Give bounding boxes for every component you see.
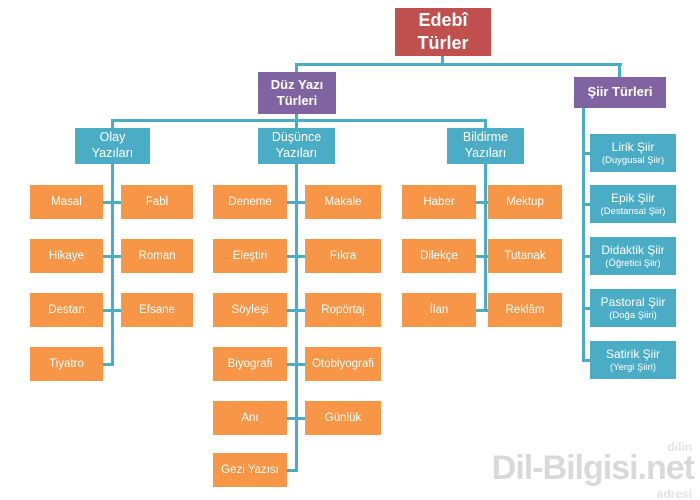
leaf-makale: Makale <box>305 185 381 219</box>
connector-duzyazi-drop <box>295 63 298 73</box>
leaf-ilan: İlan <box>402 293 476 327</box>
leaf-destan: Destan <box>30 293 103 327</box>
siir-item-subtitle: (Doğa Şiiri) <box>609 310 657 322</box>
watermark-tagline-bottom: adresi <box>656 487 692 500</box>
connector-olay-spine <box>111 163 114 366</box>
connector-dusunce-row4 <box>285 363 307 366</box>
connector-olay-row4 <box>100 363 114 366</box>
connector-olay-row2 <box>100 255 124 258</box>
leaf-gunluk: Günlük <box>305 401 381 435</box>
leaf-ani: Anı <box>213 401 287 435</box>
leaf-roman: Roman <box>121 239 193 273</box>
leaf-tutanak: Tutanak <box>488 239 562 273</box>
siir-item-subtitle: (Destansal Şiir) <box>600 206 666 218</box>
siir-item-satirik: Satirik Şiir (Yergi Şiiri) <box>590 341 676 379</box>
root-node-edebi-turler: Edebî Türler <box>395 8 491 56</box>
connector-duzyazi-down <box>295 113 298 122</box>
branch-siir-turleri: Şiir Türleri <box>574 77 666 108</box>
connector-siir-row5 <box>582 359 592 362</box>
leaf-haber: Haber <box>402 185 476 219</box>
leaf-masal: Masal <box>30 185 103 219</box>
siir-item-title: Satirik Şiir <box>605 346 660 361</box>
connector-siir-row2 <box>582 203 592 206</box>
connector-dusunce-spine <box>295 163 298 472</box>
connector-olay-drop <box>111 119 114 129</box>
leaf-fikra: Fıkra <box>305 239 381 273</box>
siir-item-didaktik: Didaktik Şiir (Öğretici Şiir) <box>590 237 676 275</box>
group-olay-yazilari: Olay Yazıları <box>75 128 150 164</box>
leaf-fabl: Fabl <box>121 185 193 219</box>
leaf-otobiyografi: Otobiyografi <box>305 347 381 381</box>
watermark-tagline-top: dilin <box>667 440 692 454</box>
connector-dusunce-row3 <box>285 309 307 312</box>
siir-item-title: Didaktik Şiir <box>601 242 665 257</box>
connector-top-horizontal <box>296 63 622 66</box>
siir-item-title: Epik Şiir <box>610 190 655 205</box>
connector-siir-row1 <box>582 152 592 155</box>
leaf-hikaye: Hikaye <box>30 239 103 273</box>
leaf-efsane: Efsane <box>121 293 193 327</box>
leaf-deneme: Deneme <box>213 185 287 219</box>
connector-dusunce-row6 <box>285 469 298 472</box>
connector-dusunce-row5 <box>285 417 307 420</box>
watermark: dilin Dil-Bilgisi.net adresi <box>491 440 695 500</box>
connector-root-down <box>441 56 444 66</box>
connector-olay-row3 <box>100 309 124 312</box>
siir-item-subtitle: (Yergi Şiiri) <box>609 362 657 374</box>
leaf-soylesi: Söyleşi <box>213 293 287 327</box>
group-dusunce-yazilari: Düşünce Yazıları <box>258 128 335 164</box>
connector-bildirme-row2 <box>474 255 490 258</box>
connector-siir-spine <box>582 107 585 362</box>
leaf-mektup: Mektup <box>488 185 562 219</box>
siir-item-title: Pastoral Şiir <box>600 294 666 309</box>
connector-bildirme-row3 <box>474 309 490 312</box>
leaf-roportaj: Ropörtaj <box>305 293 381 327</box>
watermark-main: Dil-Bilgisi.net <box>491 449 695 487</box>
siir-item-lirik: Lirik Şiir (Duygusal Şiir) <box>590 134 676 172</box>
leaf-gezi-yazisi: Gezi Yazısı <box>213 453 287 487</box>
connector-dusunce-row1 <box>285 201 307 204</box>
connector-olay-row1 <box>100 201 124 204</box>
connector-siir-row4 <box>582 307 592 310</box>
branch-duz-yazi-turleri: Düz Yazı Türleri <box>258 72 336 114</box>
connector-dusunce-row2 <box>285 255 307 258</box>
leaf-biyografi: Biyografi <box>213 347 287 381</box>
siir-item-pastoral: Pastoral Şiir (Doğa Şiiri) <box>590 289 676 327</box>
connector-siir-drop <box>618 63 621 78</box>
siir-item-epik: Epik Şiir (Destansal Şiir) <box>590 185 676 223</box>
connector-groups-horizontal <box>111 119 487 122</box>
leaf-dilekce: Dilekçe <box>402 239 476 273</box>
leaf-tiyatro: Tiyatro <box>30 347 103 381</box>
connector-bildirme-row1 <box>474 201 490 204</box>
siir-item-title: Lirik Şiir <box>611 139 655 154</box>
connector-bildirme-spine <box>484 163 487 312</box>
connector-bildirme-drop <box>484 119 487 129</box>
connector-siir-row3 <box>582 255 592 258</box>
siir-item-subtitle: (Duygusal Şiir) <box>601 155 665 167</box>
siir-item-subtitle: (Öğretici Şiir) <box>605 258 661 270</box>
leaf-reklam: Reklâm <box>488 293 562 327</box>
group-bildirme-yazilari: Bildirme Yazıları <box>447 128 524 164</box>
connector-dusunce-drop <box>295 119 298 129</box>
leaf-elestiri: Eleştiri <box>213 239 287 273</box>
